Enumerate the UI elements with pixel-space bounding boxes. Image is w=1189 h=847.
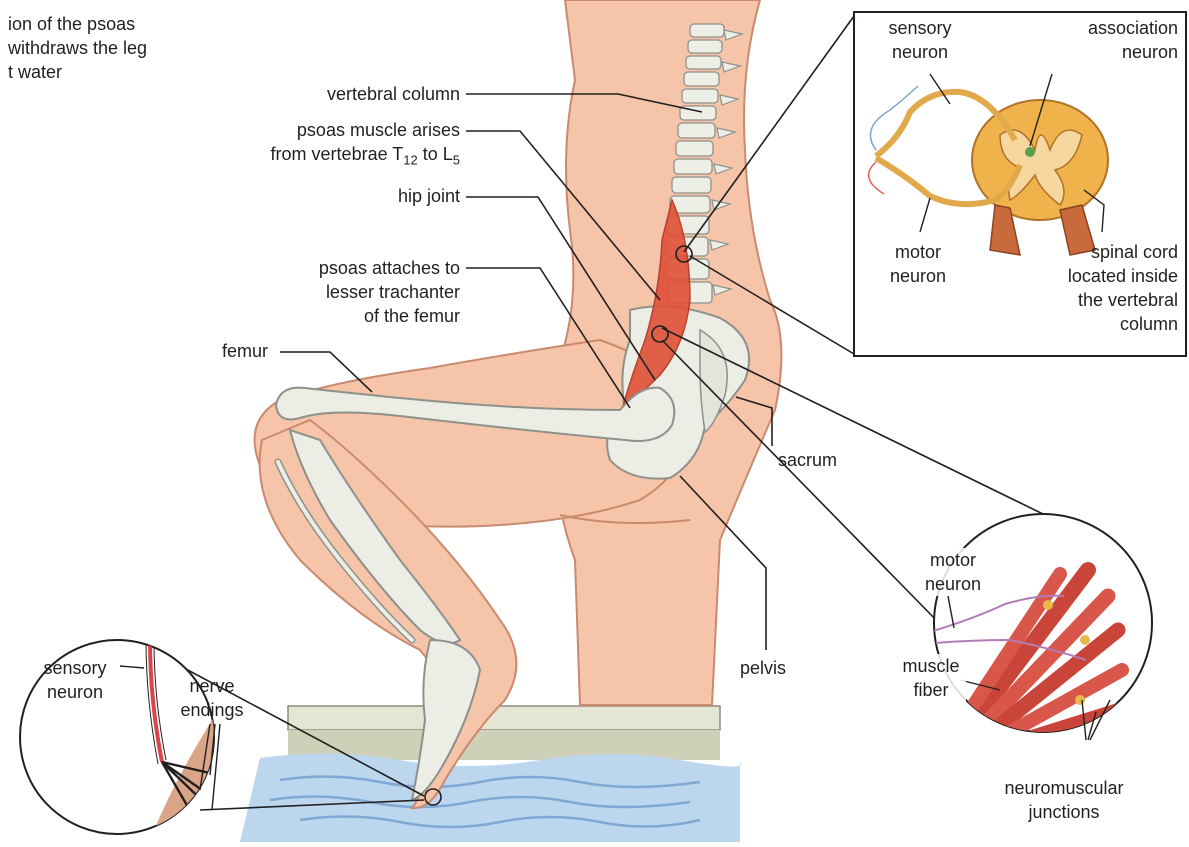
label-line: junctions <box>984 800 1144 824</box>
label-line: neuron <box>1088 40 1178 64</box>
label-line: lesser trachanter <box>319 280 460 304</box>
label-part: from vertebrae T <box>271 144 404 164</box>
nmj-dot <box>1080 635 1090 645</box>
label-vertebral-column: vertebral column <box>327 82 460 106</box>
label-psoas-attaches: psoas attaches to lesser trachanter of t… <box>319 256 460 328</box>
label-line: motor <box>918 548 988 572</box>
water-scene <box>240 706 741 842</box>
caption-line: withdraws the leg <box>8 36 147 60</box>
label-motor-neuron: motor neuron <box>870 240 966 288</box>
ledge-top <box>288 706 720 730</box>
label-sacrum: sacrum <box>778 448 837 472</box>
caption: ion of the psoas withdraws the leg t wat… <box>8 12 147 84</box>
label-line: nerve <box>170 674 254 698</box>
label-line: neuron <box>872 40 968 64</box>
label-line: neuromuscular <box>984 776 1144 800</box>
label-neuromuscular-junctions: neuromuscular junctions <box>984 776 1144 824</box>
nmj-dot <box>1043 600 1053 610</box>
label-line: the vertebral <box>1068 288 1178 312</box>
label-femur: femur <box>222 339 268 363</box>
label-nerve-endings: nerve endings <box>170 674 254 722</box>
label-line: neuron <box>918 572 988 596</box>
label-line: neuron <box>870 264 966 288</box>
label-pelvis: pelvis <box>740 656 786 680</box>
label-line: motor <box>870 240 966 264</box>
label-sensory-neuron: sensory neuron <box>872 16 968 64</box>
label-line: column <box>1068 312 1178 336</box>
label-line: located inside <box>1068 264 1178 288</box>
label-muscle-motor-neuron: motor neuron <box>918 548 988 596</box>
nmj-dot <box>1075 695 1085 705</box>
label-line: association <box>1088 16 1178 40</box>
label-association-neuron: association neuron <box>1088 16 1178 64</box>
label-line: sensory <box>30 656 120 680</box>
label-muscle-fiber: muscle fiber <box>896 654 966 702</box>
association-neuron-body <box>1025 147 1035 157</box>
label-psoas-arises: psoas muscle arises from vertebrae T12 t… <box>271 118 460 173</box>
label-spinal-cord: spinal cord located inside the vertebral… <box>1068 240 1178 336</box>
label-line: neuron <box>30 680 120 704</box>
label-foot-sensory-neuron: sensory neuron <box>30 656 120 704</box>
label-hip-joint: hip joint <box>398 184 460 208</box>
label-line: psoas attaches to <box>319 256 460 280</box>
label-line: spinal cord <box>1068 240 1178 264</box>
label-line: psoas muscle arises <box>271 118 460 142</box>
label-line: sensory <box>872 16 968 40</box>
caption-line: t water <box>8 60 147 84</box>
label-sub: 12 <box>403 153 417 168</box>
label-sub: 5 <box>453 153 460 168</box>
caption-line: ion of the psoas <box>8 12 147 36</box>
label-line: muscle <box>896 654 966 678</box>
label-line: endings <box>170 698 254 722</box>
label-line: fiber <box>896 678 966 702</box>
label-part: to L <box>418 144 453 164</box>
label-line: of the femur <box>319 304 460 328</box>
label-line: from vertebrae T12 to L5 <box>271 142 460 173</box>
